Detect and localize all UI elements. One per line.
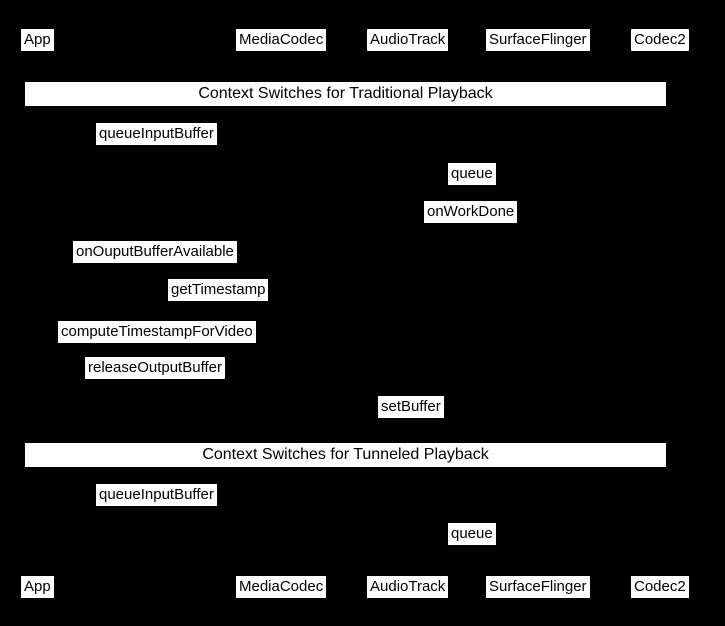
participant-audiotrack-top: AudioTrack <box>367 29 449 51</box>
message-onworkdone: onWorkDone <box>424 201 518 223</box>
message-computetimestampforvideo: computeTimestampForVideo <box>58 321 256 343</box>
participant-audiotrack-bottom: AudioTrack <box>367 576 449 598</box>
message-queueinputbuffer-tunneled: queueInputBuffer <box>96 484 217 506</box>
participant-codec2-bottom: Codec2 <box>631 576 689 598</box>
message-onouputbufferavailable: onOuputBufferAvailable <box>73 241 237 263</box>
participant-app-bottom: App <box>21 576 54 598</box>
participant-app-top: App <box>21 29 54 51</box>
message-setbuffer: setBuffer <box>378 396 444 418</box>
message-releaseoutputbuffer: releaseOutputBuffer <box>85 357 225 379</box>
participant-surfaceflinger-top: SurfaceFlinger <box>486 29 590 51</box>
participant-surfaceflinger-bottom: SurfaceFlinger <box>486 576 590 598</box>
participant-codec2-top: Codec2 <box>631 29 689 51</box>
section-banner-tunneled-playback: Context Switches for Tunneled Playback <box>25 443 666 467</box>
participant-mediacodec-top: MediaCodec <box>236 29 327 51</box>
message-gettimestamp: getTimestamp <box>168 279 269 301</box>
participant-mediacodec-bottom: MediaCodec <box>236 576 327 598</box>
message-queue-traditional: queue <box>448 163 496 185</box>
message-queue-tunneled: queue <box>448 523 496 545</box>
section-banner-traditional-playback: Context Switches for Traditional Playbac… <box>25 82 666 106</box>
message-queueinputbuffer-traditional: queueInputBuffer <box>96 123 217 145</box>
